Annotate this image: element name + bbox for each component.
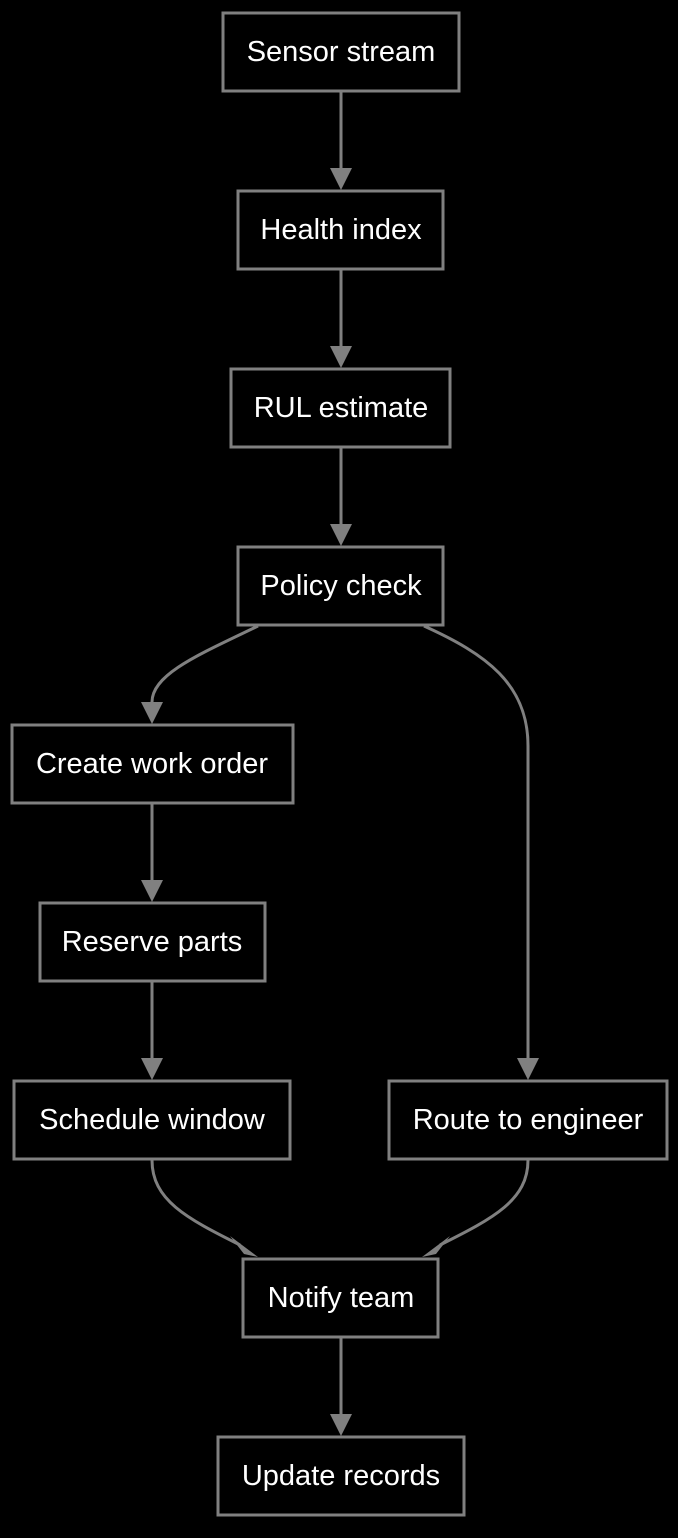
node-rul-estimate: RUL estimate [229, 367, 452, 449]
node-label: Sensor stream [247, 36, 436, 68]
edge-schedule-window-to-notify-team [150, 1159, 258, 1257]
node-create-work-order: Create work order [10, 723, 295, 805]
node-label: Policy check [260, 570, 422, 602]
edge-policy-check-to-create-work-order [141, 624, 259, 724]
node-label: Notify team [268, 1282, 415, 1314]
edge-sensor-stream-to-health-index [330, 92, 352, 190]
edge-reserve-parts-to-schedule-window [141, 982, 163, 1080]
node-label: Update records [242, 1460, 440, 1492]
node-notify-team: Notify team [241, 1257, 440, 1339]
node-policy-check: Policy check [236, 545, 445, 627]
edge-notify-team-to-update-records [330, 1338, 352, 1436]
edge-create-work-order-to-reserve-parts [141, 804, 163, 902]
node-label: Create work order [36, 748, 268, 780]
node-health-index: Health index [236, 189, 445, 271]
edge-policy-check-to-route-to-engineer [423, 624, 539, 1080]
edge-route-to-engineer-to-notify-team [422, 1159, 530, 1257]
node-update-records: Update records [216, 1435, 466, 1517]
node-label: Schedule window [39, 1104, 266, 1136]
edge-health-index-to-rul-estimate [330, 270, 352, 368]
node-route-to-engineer: Route to engineer [387, 1079, 669, 1161]
node-sensor-stream: Sensor stream [221, 11, 461, 93]
node-reserve-parts: Reserve parts [38, 901, 267, 983]
node-label: Reserve parts [62, 926, 243, 958]
edge-rul-estimate-to-policy-check [330, 448, 352, 546]
node-schedule-window: Schedule window [12, 1079, 292, 1161]
node-label: Route to engineer [413, 1104, 644, 1136]
node-label: RUL estimate [254, 392, 429, 424]
node-label: Health index [260, 214, 422, 246]
